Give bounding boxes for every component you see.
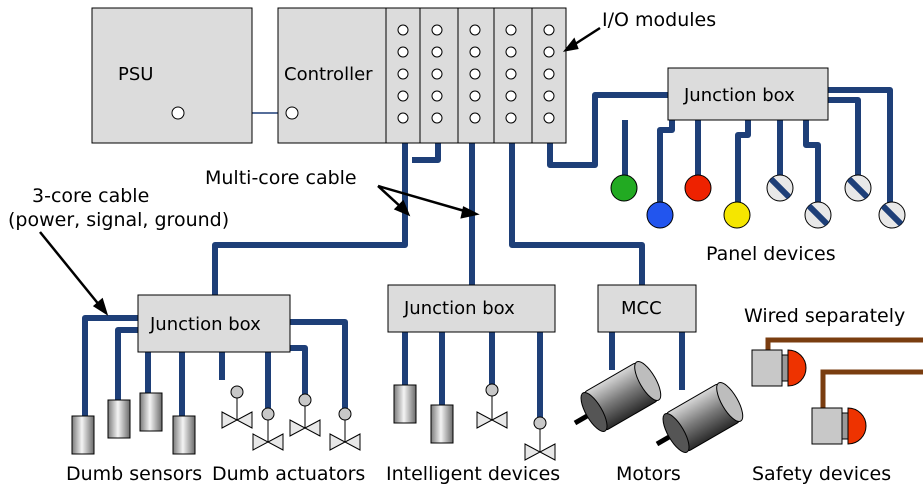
multi-core-cable-label: Multi-core cable bbox=[205, 167, 357, 189]
valve bbox=[252, 407, 284, 451]
emergency-stop bbox=[811, 407, 867, 445]
smart-valve bbox=[524, 416, 556, 461]
multi-core-arrow-left bbox=[377, 185, 403, 209]
junction-box-left: Junction box bbox=[137, 294, 291, 353]
psu-label: PSU bbox=[118, 64, 153, 85]
blue-lamp bbox=[646, 201, 674, 229]
red-lamp bbox=[684, 174, 712, 202]
junction-box-center: Junction box bbox=[387, 284, 556, 333]
panel-devices bbox=[610, 174, 906, 229]
sensor bbox=[71, 415, 95, 455]
dumb-sensors bbox=[71, 392, 196, 455]
valve bbox=[221, 385, 253, 429]
multi-core-arrow-right bbox=[377, 184, 469, 214]
mcc-label: MCC bbox=[621, 298, 662, 319]
selector-switch bbox=[804, 201, 832, 229]
motors bbox=[573, 361, 744, 453]
three-core-cable-sublabel: (power, signal, ground) bbox=[8, 209, 229, 231]
smart-sensor bbox=[430, 404, 454, 444]
selector-switch bbox=[878, 201, 906, 229]
controller-terminal bbox=[285, 106, 299, 120]
psu-terminal bbox=[171, 106, 185, 120]
three-core-cable bbox=[82, 315, 138, 420]
wired-separately-label: Wired separately bbox=[744, 305, 905, 327]
psu-unit: PSU bbox=[91, 7, 253, 144]
controller-label: Controller bbox=[284, 64, 373, 85]
smart-sensor bbox=[393, 384, 417, 424]
junction-box-panel: Junction box bbox=[667, 67, 829, 121]
safety-wiring bbox=[765, 337, 923, 408]
dumb-actuators-label: Dumb actuators bbox=[212, 463, 365, 485]
controller-rack: Controller bbox=[277, 7, 567, 144]
callout-arrows bbox=[39, 26, 601, 316]
intelligent-devices-label: Intelligent devices bbox=[386, 463, 560, 485]
sensor bbox=[107, 399, 131, 439]
motors-label: Motors bbox=[616, 463, 681, 485]
io-modules-label: I/O modules bbox=[602, 9, 716, 31]
selector-switch bbox=[844, 174, 872, 202]
safety-devices-label: Safety devices bbox=[752, 463, 891, 485]
sensor bbox=[139, 392, 163, 432]
panel-devices-label: Panel devices bbox=[706, 243, 836, 265]
emergency-stop bbox=[751, 349, 807, 387]
junction-box-left-label: Junction box bbox=[149, 314, 261, 335]
dumb-actuators bbox=[221, 385, 361, 451]
motor bbox=[655, 382, 744, 453]
mcc-box: MCC bbox=[597, 284, 697, 333]
valve bbox=[289, 393, 321, 437]
yellow-lamp bbox=[723, 201, 751, 229]
three-core-arrow bbox=[39, 231, 101, 307]
smart-valve bbox=[476, 383, 508, 429]
green-lamp bbox=[610, 174, 638, 202]
junction-box-center-label: Junction box bbox=[403, 298, 515, 319]
sensor bbox=[172, 415, 196, 455]
safety-devices bbox=[751, 349, 867, 445]
intelligent-devices bbox=[393, 383, 556, 461]
controller-module bbox=[277, 7, 387, 144]
io-terminals bbox=[397, 24, 555, 124]
valve bbox=[329, 407, 361, 451]
io-modules-arrow bbox=[571, 26, 601, 48]
selector-switch bbox=[766, 174, 794, 202]
motor bbox=[573, 361, 662, 432]
junction-box-panel-label: Junction box bbox=[683, 85, 795, 106]
three-core-cable-label: 3-core cable bbox=[32, 185, 149, 207]
dumb-sensors-label: Dumb sensors bbox=[66, 463, 202, 485]
